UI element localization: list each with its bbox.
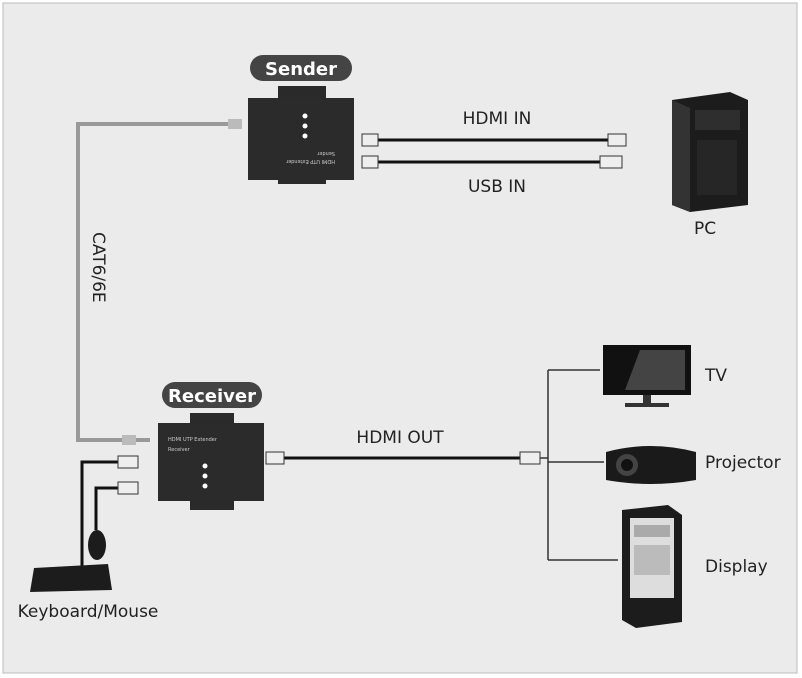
receiver-box [158, 423, 264, 501]
receiver-device-text: HDMI UTP Extender [168, 437, 218, 443]
receiver-label: Receiver [168, 386, 256, 407]
cat-cable [76, 122, 240, 442]
hdmi-out-label: HDMI OUT [356, 428, 444, 448]
projector-icon [606, 446, 696, 484]
sender-label: Sender [265, 59, 337, 80]
pc-label: PC [694, 219, 716, 239]
keyboard-icon [30, 564, 112, 592]
pc-tower-icon [672, 92, 748, 212]
usb-in-label: USB IN [468, 177, 526, 197]
sender-pill [250, 55, 352, 81]
rj45-connector [228, 119, 242, 129]
sender: Sender HDMI UTP Extender Sender [248, 55, 354, 184]
projector-label: Projector [705, 453, 781, 473]
sender-device-text: HDMI UTP Extender [285, 158, 335, 164]
sender-device-text: Sender [316, 150, 335, 156]
sender-box [248, 98, 354, 180]
receiver-device-text: Receiver [168, 447, 191, 453]
receiver: Receiver HDMI UTP Extender Receiver [158, 382, 264, 510]
keyboard-mouse-label: Keyboard/Mouse [18, 602, 159, 622]
tv-label: TV [704, 366, 727, 386]
mouse-icon [88, 530, 106, 560]
keyboard-cable [80, 460, 120, 570]
cable-label: CAT6/6E [88, 232, 108, 303]
hdmi-in-label: HDMI IN [463, 109, 532, 129]
display-kiosk-icon [622, 505, 682, 628]
receiver-pill [162, 382, 262, 408]
mouse-cable [94, 486, 120, 530]
output-branch-lines [540, 369, 618, 561]
display-label: Display [705, 557, 768, 577]
rj45-connector [122, 435, 136, 445]
tv-icon [603, 345, 691, 407]
